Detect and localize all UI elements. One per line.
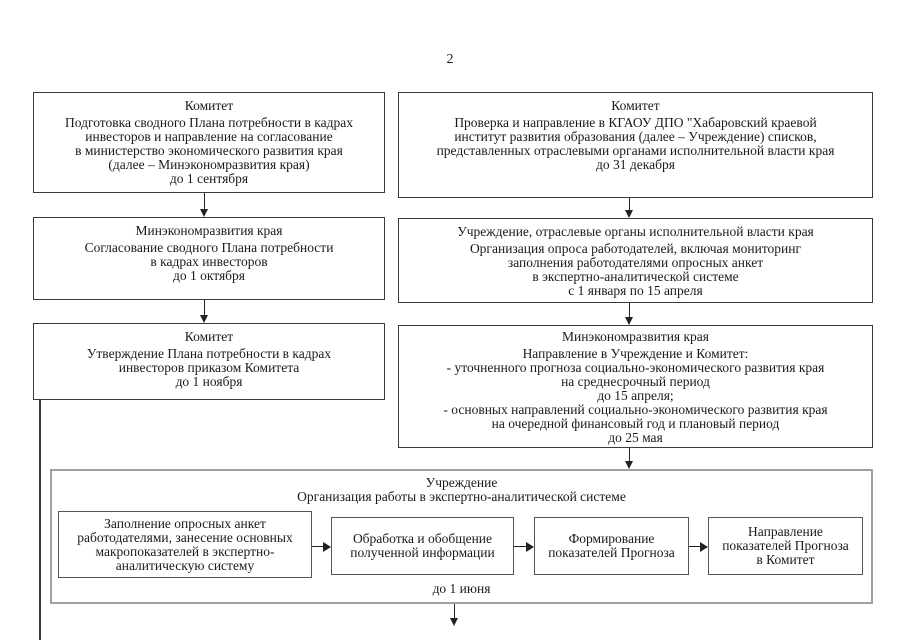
arrow-shaft xyxy=(628,198,630,211)
arrow-shaft xyxy=(628,303,630,318)
arrow-down-left-1 xyxy=(199,193,210,217)
box-title: Учреждение, отраслевые органы исполнител… xyxy=(457,224,814,239)
arrow-head-icon xyxy=(449,618,458,626)
arrow-down-right-2 xyxy=(624,303,635,325)
step-box-form-forecast-indicators: Формирование показателей Прогноза xyxy=(534,517,689,575)
arrow-right-step-3-4 xyxy=(689,541,708,552)
arrow-right-step-1-2 xyxy=(312,541,331,552)
panel-deadline: до 1 июня xyxy=(432,581,491,596)
arrow-head-icon xyxy=(624,317,633,325)
box-body: Проверка и направление в КГАОУ ДПО "Хаба… xyxy=(436,115,835,172)
panel-title-line2: Организация работы в экспертно-аналитиче… xyxy=(297,489,626,504)
arrow-shaft xyxy=(514,545,527,548)
arrow-head-icon xyxy=(624,461,633,469)
flow-box-committee-plan-preparation: Комитет Подготовка сводного Плана потреб… xyxy=(33,92,385,193)
flow-box-ministry-forecast-direction: Минэкономразвития края Направление в Учр… xyxy=(398,325,873,448)
box-title: Комитет xyxy=(184,329,234,344)
flow-box-committee-plan-adoption: Комитет Утверждение Плана потребности в … xyxy=(33,323,385,400)
box-body: Утверждение Плана потребности в кадрах и… xyxy=(86,346,332,389)
box-body: Подготовка сводного Плана потребности в … xyxy=(65,115,353,186)
step-box-process-information: Обработка и обобщение полученной информа… xyxy=(331,517,514,575)
arrow-head-icon xyxy=(624,210,633,218)
arrow-shaft xyxy=(203,193,205,210)
arrow-head-icon xyxy=(700,541,708,552)
process-panel-institution: Учреждение Организация работы в экспертн… xyxy=(50,469,873,604)
arrow-down-out-of-panel xyxy=(449,604,460,626)
box-body: Организация опроса работодателей, включа… xyxy=(469,241,802,298)
arrow-shaft xyxy=(312,545,324,548)
arrow-down-into-panel xyxy=(624,448,635,469)
arrow-shaft xyxy=(453,604,455,619)
box-title: Минэкономразвития края xyxy=(135,223,283,238)
flow-box-ministry-plan-approval: Минэкономразвития края Согласование свод… xyxy=(33,217,385,300)
arrow-shaft xyxy=(628,448,630,462)
box-title: Комитет xyxy=(184,98,234,113)
box-title: Комитет xyxy=(611,98,660,113)
arrow-right-step-2-3 xyxy=(514,541,534,552)
page-number: 2 xyxy=(446,52,454,67)
box-body: Направление в Учреждение и Комитет: - ут… xyxy=(443,346,828,445)
panel-title: Учреждение Организация работы в экспертн… xyxy=(52,476,871,504)
arrow-shaft xyxy=(203,300,205,316)
box-body: Согласование сводного Плана потребности … xyxy=(84,240,334,283)
arrow-down-right-1 xyxy=(624,198,635,218)
step-box-send-indicators-to-committee: Направление показателей Прогноза в Комит… xyxy=(708,517,863,575)
arrow-head-icon xyxy=(526,541,534,552)
arrow-head-icon xyxy=(323,541,331,552)
flow-box-committee-list-check: Комитет Проверка и направление в КГАОУ Д… xyxy=(398,92,873,198)
arrow-shaft xyxy=(689,545,701,548)
arrow-head-icon xyxy=(199,209,208,217)
arrow-head-icon xyxy=(199,315,208,323)
box-title: Минэкономразвития края xyxy=(561,329,710,344)
arrow-down-left-2 xyxy=(199,300,210,323)
step-box-fill-questionnaires: Заполнение опросных анкет работодателями… xyxy=(58,511,312,578)
panel-title-line1: Учреждение xyxy=(425,475,498,490)
flow-box-institution-survey: Учреждение, отраслевые органы исполнител… xyxy=(398,218,873,303)
connector-line-left xyxy=(39,400,41,640)
